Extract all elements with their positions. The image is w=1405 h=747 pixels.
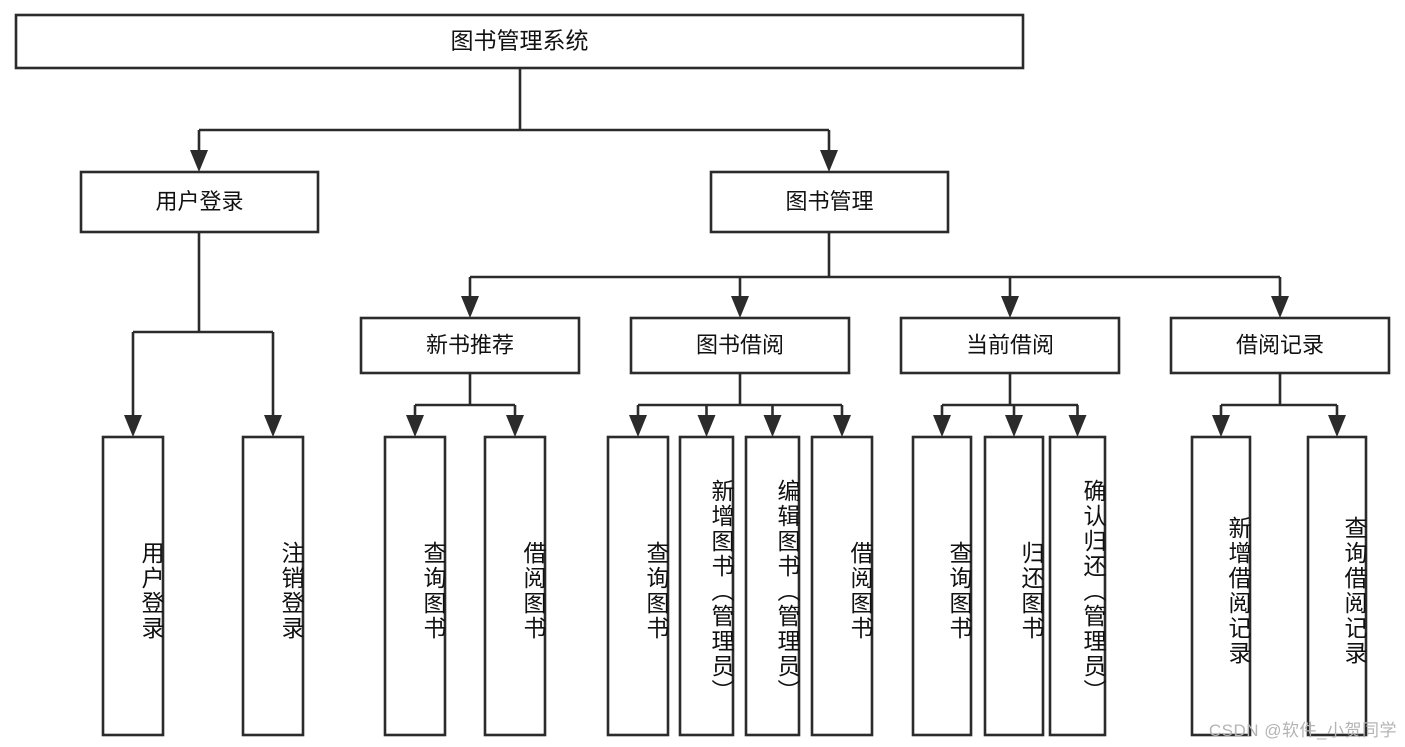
arrow-head-icon-leaf-query-borrow-record bbox=[1328, 415, 1346, 437]
arrow-head-icon-leaf-edit-book-admin bbox=[763, 415, 782, 437]
node-box-leaf-query-book-3[interactable] bbox=[911, 435, 973, 737]
node-box-book-borrow[interactable] bbox=[629, 316, 851, 375]
node-box-leaf-confirm-return-admin[interactable] bbox=[1048, 435, 1107, 737]
node-box-leaf-borrow-book-2[interactable] bbox=[810, 435, 874, 737]
arrow-head-icon-borrow-record bbox=[1271, 296, 1289, 318]
arrow-head-icon-leaf-logout-login bbox=[264, 415, 282, 437]
node-box-user-login[interactable] bbox=[79, 170, 320, 234]
arrow-head-icon-new-book-recommend bbox=[461, 296, 479, 318]
arrow-head-icon-leaf-query-book-2 bbox=[629, 415, 647, 437]
watermark-text: CSDN @软件_小贺同学 bbox=[1208, 721, 1397, 740]
arrow-head-icon-leaf-confirm-return-admin bbox=[1068, 415, 1087, 437]
node-box-new-book-recommend[interactable] bbox=[359, 316, 581, 375]
node-box-leaf-user-login[interactable] bbox=[101, 435, 165, 737]
arrow-head-icon-leaf-query-book-1 bbox=[406, 415, 424, 437]
node-box-leaf-add-borrow-record[interactable] bbox=[1190, 435, 1252, 737]
node-box-leaf-return-book[interactable] bbox=[983, 435, 1045, 737]
arrow-head-icon-leaf-return-book bbox=[1005, 415, 1023, 437]
node-box-leaf-query-borrow-record[interactable] bbox=[1306, 435, 1368, 737]
boxes-layer bbox=[14, 13, 1391, 737]
node-box-leaf-borrow-book-1[interactable] bbox=[483, 435, 547, 737]
arrow-head-icon-book-borrow bbox=[731, 296, 749, 318]
arrow-head-icon-book-management bbox=[820, 150, 838, 172]
arrow-head-icon-leaf-user-login bbox=[124, 415, 142, 437]
node-box-current-borrow[interactable] bbox=[899, 316, 1121, 375]
arrow-head-icon-current-borrow bbox=[1001, 296, 1019, 318]
node-box-title[interactable] bbox=[14, 13, 1025, 70]
node-label-new-book-recommend: 新书推荐 bbox=[426, 332, 514, 357]
node-box-leaf-query-book-2[interactable] bbox=[606, 435, 670, 737]
node-label-borrow-record: 借阅记录 bbox=[1236, 332, 1324, 357]
connectors-layer bbox=[124, 68, 1346, 437]
arrow-head-icon-leaf-query-book-3 bbox=[933, 415, 951, 437]
node-box-leaf-add-book-admin[interactable] bbox=[678, 435, 735, 737]
node-label-current-borrow: 当前借阅 bbox=[966, 332, 1054, 357]
arrow-head-icon-leaf-add-book-admin bbox=[697, 415, 716, 437]
arrow-head-icon-leaf-borrow-book-1 bbox=[506, 415, 524, 437]
node-box-book-management[interactable] bbox=[709, 170, 950, 234]
arrow-head-icon-leaf-borrow-book-2 bbox=[833, 415, 851, 437]
node-box-leaf-edit-book-admin[interactable] bbox=[744, 435, 801, 737]
node-label-title: 图书管理系统 bbox=[451, 28, 589, 54]
node-label-user-login: 用户登录 bbox=[155, 189, 243, 214]
node-box-borrow-record[interactable] bbox=[1169, 316, 1391, 375]
node-box-leaf-logout-login[interactable] bbox=[241, 435, 305, 737]
node-box-leaf-query-book-1[interactable] bbox=[383, 435, 447, 737]
arrow-head-icon-leaf-add-borrow-record bbox=[1212, 415, 1230, 437]
node-label-book-borrow: 图书借阅 bbox=[696, 332, 784, 357]
arrow-head-icon-user-login bbox=[190, 150, 208, 172]
node-label-book-management: 图书管理 bbox=[785, 189, 873, 214]
